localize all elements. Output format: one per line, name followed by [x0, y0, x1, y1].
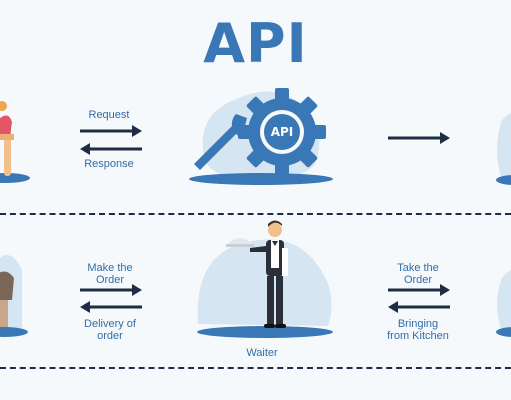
gear-label: API: [270, 125, 294, 139]
delivery-arrow-icon: [80, 301, 142, 313]
bringing-label-line1: Bringing: [397, 318, 439, 330]
make-order-arrow-icon: [80, 284, 142, 296]
customer-figure-icon: [0, 101, 30, 183]
waiter-figure-icon: [197, 220, 333, 338]
bringing-arrow-icon: [388, 301, 450, 313]
waiter-label: Waiter: [246, 347, 278, 359]
divider-top: [0, 213, 511, 215]
delivery-label-line2: order: [97, 330, 123, 342]
delivery-label-line1: Delivery of: [84, 318, 136, 330]
make-order-label-line1: Make the: [87, 262, 133, 274]
forward-arrow-icon: [388, 132, 450, 144]
request-label: Request: [88, 109, 130, 121]
page-title: API: [203, 12, 308, 75]
request-arrow-icon: [80, 125, 142, 137]
take-order-label-line2: Order: [403, 274, 433, 286]
take-order-label-line1: Take the: [397, 262, 439, 274]
diner-figure-icon: [0, 255, 28, 337]
response-arrow-icon: [80, 143, 142, 155]
take-order-arrow-icon: [388, 284, 450, 296]
make-order-label-line2: Order: [95, 274, 125, 286]
divider-bottom: [0, 367, 511, 369]
response-label: Response: [84, 158, 134, 170]
kitchen-blob-icon: [496, 270, 511, 337]
server-blob-icon: [496, 112, 511, 185]
api-gear-icon: [189, 88, 333, 185]
bringing-label-line2: from Kitchen: [387, 330, 449, 342]
